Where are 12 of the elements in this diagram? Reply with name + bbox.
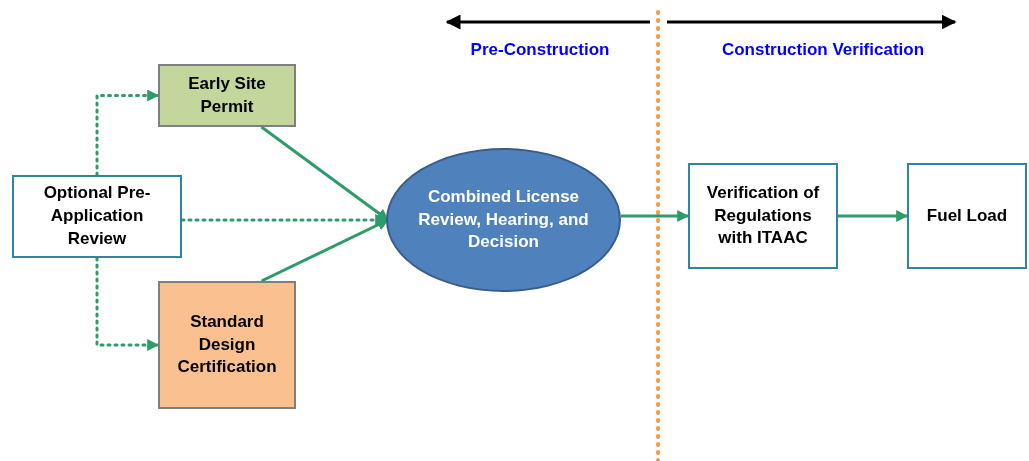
process-ellipse: Combined License Review, Hearing, and Decision xyxy=(386,148,621,292)
arrow xyxy=(95,256,160,351)
process-box: Standard Design Certification xyxy=(158,281,296,409)
process-box: Optional Pre-Application Review xyxy=(12,175,182,258)
phase-label: Construction Verification xyxy=(721,40,925,60)
arrow xyxy=(621,210,690,222)
process-box: Early Site Permit xyxy=(158,64,296,127)
process-box: Verification of Regulations with ITAAC xyxy=(688,163,838,269)
process-box: Fuel Load xyxy=(907,163,1027,269)
arrow xyxy=(838,210,909,222)
phase-label: Pre-Construction xyxy=(470,40,610,60)
arrow xyxy=(95,89,160,177)
